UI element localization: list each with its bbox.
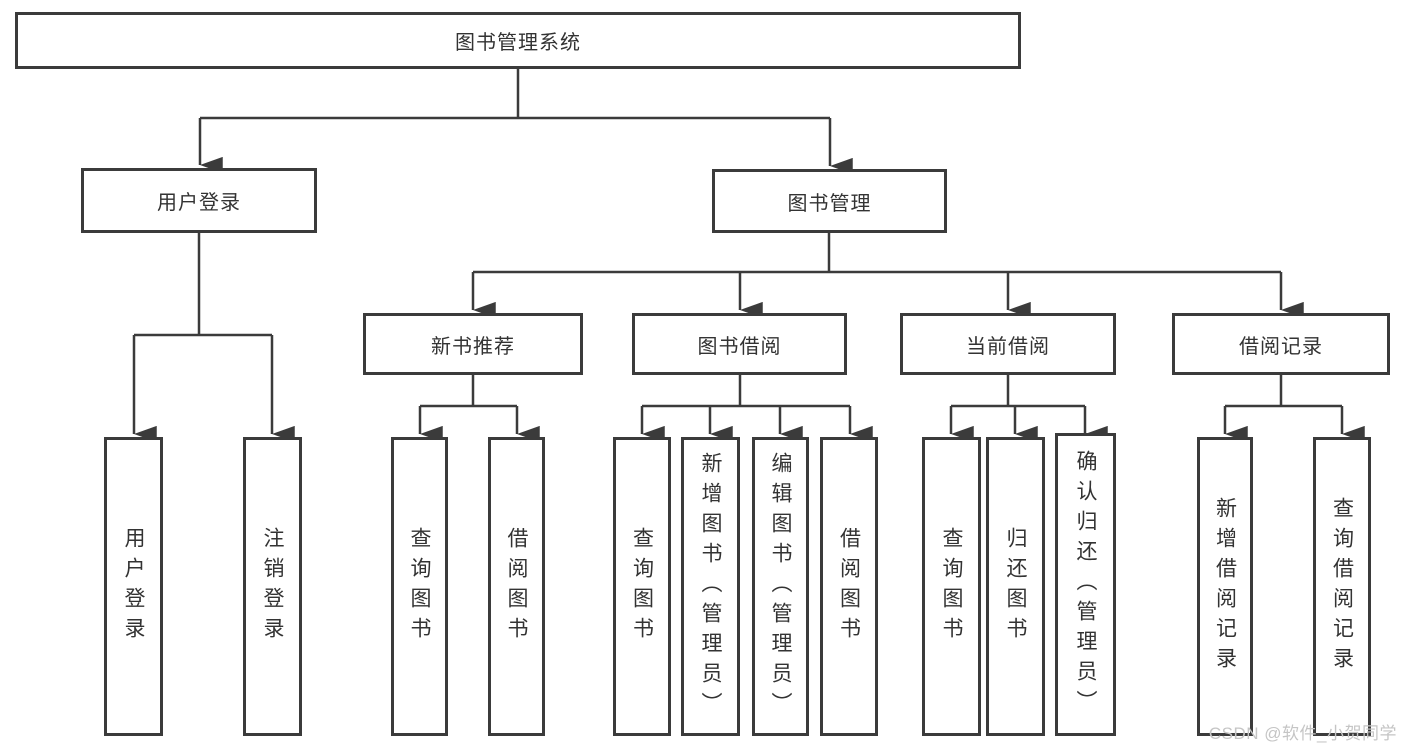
connector-book-borrow-to-leaves: [642, 375, 850, 408]
node-current-borrow: 当前借阅: [900, 313, 1116, 375]
node-leaf-query-books-current: 查询图书: [922, 437, 981, 736]
node-leaf-return-books: 归还图书: [986, 437, 1045, 736]
node-borrow-record: 借阅记录: [1172, 313, 1390, 375]
node-leaf-logout-login: 注销登录: [243, 437, 302, 736]
node-leaf-query-books-recommend-label: 查询图书: [408, 526, 431, 647]
node-leaf-add-borrow-record-label: 新增借阅记录: [1213, 496, 1237, 677]
node-leaf-edit-books-admin-label: 编辑图书（管理员）: [769, 451, 792, 722]
connector-borrow-record-to-leaves: [1225, 375, 1342, 408]
node-leaf-logout-login-label: 注销登录: [261, 526, 284, 647]
node-leaf-borrow-books-recommend-label: 借阅图书: [505, 526, 528, 647]
connector-user-login-to-leaves: [134, 233, 272, 337]
node-leaf-query-borrow-record: 查询借阅记录: [1313, 437, 1371, 736]
node-new-book-recommend-label: 新书推荐: [431, 335, 515, 358]
node-user-login-label: 用户登录: [157, 192, 241, 214]
connector-root-to-level2: [200, 69, 830, 120]
node-current-borrow-label: 当前借阅: [966, 335, 1050, 358]
node-book-management: 图书管理: [712, 169, 947, 233]
watermark-text: CSDN @软件_小贺同学: [1208, 724, 1397, 743]
node-leaf-query-books-recommend: 查询图书: [391, 437, 448, 736]
node-book-management-label: 图书管理: [787, 192, 872, 215]
node-leaf-add-books-admin-label: 新增图书（管理员）: [699, 451, 722, 722]
connector-new-book-to-leaves: [420, 375, 517, 408]
node-leaf-return-books-label: 归还图书: [1004, 526, 1027, 647]
node-leaf-borrow-books-borrow: 借阅图书: [820, 437, 878, 736]
node-leaf-add-borrow-record: 新增借阅记录: [1197, 437, 1253, 736]
node-leaf-query-books-current-label: 查询图书: [940, 526, 963, 647]
node-root: 图书管理系统: [15, 12, 1021, 69]
node-leaf-add-books-admin: 新增图书（管理员）: [681, 437, 740, 736]
node-borrow-record-label: 借阅记录: [1239, 335, 1323, 358]
node-leaf-query-books-borrow: 查询图书: [613, 437, 671, 736]
node-new-book-recommend: 新书推荐: [363, 313, 583, 375]
node-leaf-query-books-borrow-label: 查询图书: [630, 526, 654, 647]
node-leaf-edit-books-admin: 编辑图书（管理员）: [752, 437, 809, 736]
node-user-login: 用户登录: [81, 168, 317, 233]
node-book-borrow-label: 图书借阅: [697, 335, 782, 358]
node-leaf-user-login: 用户登录: [104, 437, 163, 736]
node-book-borrow: 图书借阅: [632, 313, 847, 375]
node-leaf-query-borrow-record-label: 查询借阅记录: [1330, 496, 1354, 677]
connector-book-management-to-level3: [473, 233, 1281, 274]
node-leaf-borrow-books-borrow-label: 借阅图书: [837, 526, 861, 647]
node-leaf-confirm-return-admin-label: 确认归还（管理员）: [1074, 449, 1097, 720]
connector-current-borrow-to-leaves: [951, 375, 1085, 408]
node-root-label: 图书管理系统: [455, 32, 581, 54]
node-leaf-user-login-label: 用户登录: [122, 526, 145, 647]
node-leaf-confirm-return-admin: 确认归还（管理员）: [1055, 433, 1116, 736]
node-leaf-borrow-books-recommend: 借阅图书: [488, 437, 545, 736]
